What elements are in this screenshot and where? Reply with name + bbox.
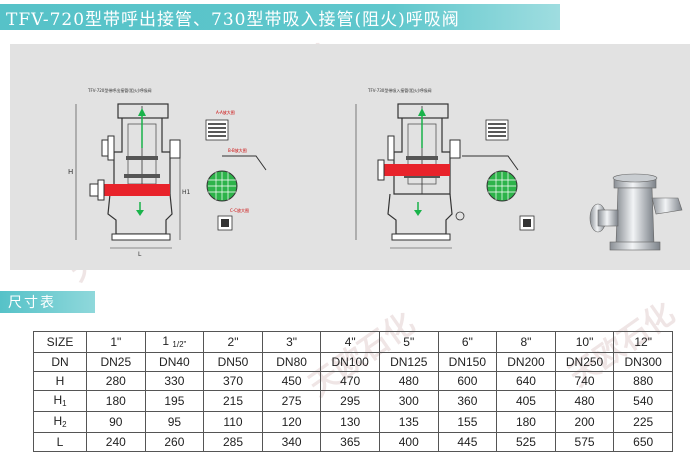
size-cell: 2" — [203, 331, 263, 353]
left-drawing-note: TFV-720型带呼出接管(阻火)呼吸阀 — [87, 87, 151, 93]
table-cell: DN40 — [144, 352, 205, 372]
table-cell: 600 — [437, 371, 498, 391]
dim-label-h1: H1 — [182, 189, 191, 196]
table-cell: 180 — [86, 390, 146, 412]
row-label-cell: H2 — [33, 411, 87, 433]
table-cell: 450 — [261, 371, 322, 391]
table-cell: 405 — [496, 390, 556, 412]
size-cell: 6" — [437, 331, 498, 353]
table-cell: 200 — [554, 411, 615, 433]
row-label-cell: H — [33, 371, 87, 391]
right-drawing-note: TFV-730型带吸入接管(阻火)呼吸阀 — [367, 87, 431, 93]
size-cell: 5" — [378, 331, 439, 353]
table-cell: 365 — [320, 432, 380, 452]
row-label-cell: DN — [33, 352, 87, 372]
table-cell: 880 — [613, 371, 673, 391]
table-cell: 240 — [86, 432, 146, 452]
table-cell: DN150 — [437, 352, 498, 372]
table-cell: 90 — [86, 411, 146, 433]
table-cell: 640 — [496, 371, 556, 391]
table-cell: 215 — [203, 390, 263, 412]
table-cell: 470 — [320, 371, 380, 391]
table-cell: DN125 — [378, 352, 439, 372]
table-cell: 540 — [613, 390, 673, 412]
table-cell: DN300 — [613, 352, 673, 372]
table-cell: 525 — [496, 432, 556, 452]
table-cell: 360 — [437, 390, 498, 412]
size-cell: 3" — [261, 331, 322, 353]
detail-label-b: B-B放大图 — [228, 147, 247, 153]
dim-label-h: H — [68, 168, 73, 176]
size-cell: 1" — [86, 331, 146, 353]
table-cell: DN250 — [554, 352, 615, 372]
table-cell: 280 — [86, 371, 146, 391]
table-cell: 285 — [203, 432, 263, 452]
table-cell: 650 — [613, 432, 673, 452]
section-title: 尺寸表 — [8, 295, 56, 311]
table-cell: 740 — [554, 371, 615, 391]
row-label-cell: H1 — [33, 390, 87, 412]
table-cell: 575 — [554, 432, 615, 452]
page-title: TFV-720型带呼出接管、730型带吸入接管(阻火)呼吸阀 — [6, 9, 460, 30]
valve-product-photo — [589, 173, 683, 251]
table-cell: 480 — [554, 390, 615, 412]
table-cell: 480 — [378, 371, 439, 391]
table-cell: 445 — [437, 432, 498, 452]
size-header-cell: SIZE — [33, 331, 87, 353]
detail-label-a: A-A放大图 — [216, 109, 235, 115]
table-cell: 130 — [320, 411, 380, 433]
table-cell: 180 — [496, 411, 556, 433]
dimension-table: SIZE 1" 1 1/2" 2" 3" 4" 5" 6" 8" 10" 12"… — [33, 331, 673, 452]
table-cell: DN200 — [496, 352, 556, 372]
table-cell: 295 — [320, 390, 380, 412]
table-cell: 300 — [378, 390, 439, 412]
table-cell: 135 — [378, 411, 439, 433]
table-cell: DN25 — [86, 352, 146, 372]
size-cell: 4" — [320, 331, 380, 353]
table-header-row: SIZE 1" 1 1/2" 2" 3" 4" 5" 6" 8" 10" 12" — [33, 331, 673, 353]
size-cell: 10" — [554, 331, 615, 353]
size-cell: 1 1/2" — [144, 331, 205, 353]
technical-drawing-area: TFV-720型带呼出接管(阻火)呼吸阀 — [10, 44, 690, 270]
size-cell: 8" — [496, 331, 556, 353]
table-cell: 155 — [437, 411, 498, 433]
table-cell: DN100 — [320, 352, 380, 372]
size-cell: 12" — [613, 331, 673, 353]
valve-drawings: TFV-720型带呼出接管(阻火)呼吸阀 — [68, 87, 683, 258]
row-label-cell: L — [33, 432, 87, 452]
table-cell: 400 — [378, 432, 439, 452]
table-cell: 195 — [144, 390, 205, 412]
title-banner: TFV-720型带呼出接管、730型带吸入接管(阻火)呼吸阀 — [0, 4, 560, 30]
table-cell: 225 — [613, 411, 673, 433]
table-cell: 330 — [144, 371, 205, 391]
table-cell: 370 — [203, 371, 263, 391]
table-cell: 110 — [203, 411, 263, 433]
table-cell: 95 — [144, 411, 205, 433]
table-cell: DN50 — [203, 352, 263, 372]
dim-label-l: L — [138, 251, 142, 258]
detail-label-c: C-C放大图 — [230, 207, 249, 213]
table-cell: 120 — [261, 411, 322, 433]
table-cell: DN80 — [261, 352, 322, 372]
left-valve-drawing: TFV-720型带呼出接管(阻火)呼吸阀 — [68, 87, 267, 258]
table-cell: 275 — [261, 390, 322, 412]
table-cell: 340 — [261, 432, 322, 452]
section-banner: 尺寸表 — [0, 291, 95, 313]
table-cell: 260 — [144, 432, 205, 452]
right-valve-drawing: TFV-730型带吸入接管(阻火)呼吸阀 — [355, 87, 535, 249]
